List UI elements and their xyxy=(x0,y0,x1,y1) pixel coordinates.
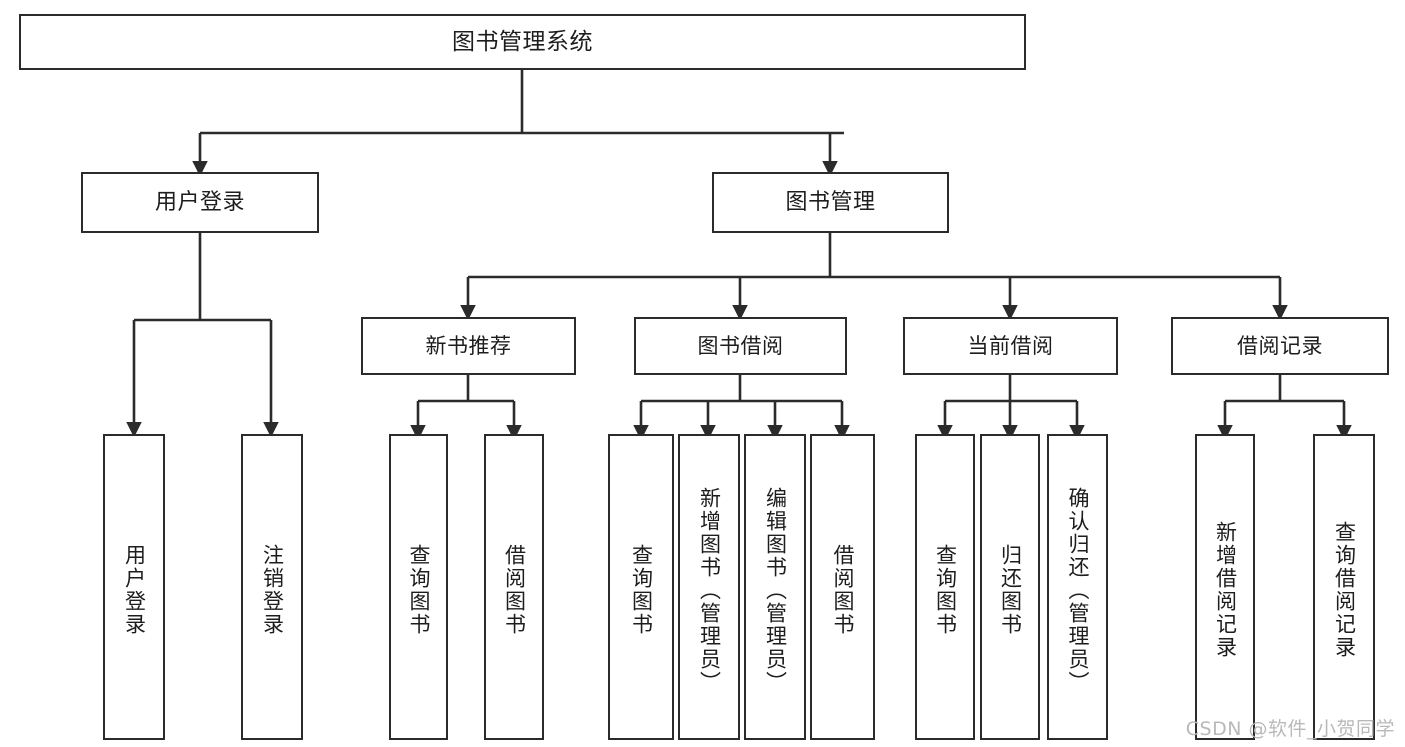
leaf-label: 查询图书 xyxy=(629,544,654,636)
leaf-label: 借阅图书 xyxy=(502,544,527,636)
node-borrow-record[interactable]: 借阅记录 xyxy=(1171,317,1389,375)
node-label: 图书管理 xyxy=(785,189,876,215)
csdn-watermark: CSDN @软件_小贺同学 xyxy=(1185,718,1395,740)
leaf-book-borrow-edit-book-admin[interactable]: 编辑图书（管理员） xyxy=(744,434,806,740)
leaf-label: 编辑图书（管理员） xyxy=(763,486,788,694)
leaf-current-borrow-confirm-return-admin[interactable]: 确认归还（管理员） xyxy=(1047,434,1108,740)
leaf-label: 确认归还（管理员） xyxy=(1065,486,1090,694)
node-label: 借阅记录 xyxy=(1237,333,1323,358)
node-book-management[interactable]: 图书管理 xyxy=(712,172,949,233)
leaf-book-borrow-borrow-book[interactable]: 借阅图书 xyxy=(810,434,875,740)
node-label: 图书管理系统 xyxy=(452,28,593,55)
leaf-user-login-login[interactable]: 用户登录 xyxy=(103,434,165,740)
leaf-label: 用户登录 xyxy=(122,544,147,636)
node-current-borrow[interactable]: 当前借阅 xyxy=(903,317,1118,375)
node-label: 图书借阅 xyxy=(697,333,784,358)
leaf-label: 查询借阅记录 xyxy=(1332,521,1357,659)
node-root-system[interactable]: 图书管理系统 xyxy=(19,14,1026,70)
leaf-current-borrow-return-book[interactable]: 归还图书 xyxy=(980,434,1040,740)
leaf-label: 注销登录 xyxy=(260,544,285,636)
leaf-borrow-record-add-record[interactable]: 新增借阅记录 xyxy=(1195,434,1255,740)
leaf-new-book-query-book[interactable]: 查询图书 xyxy=(389,434,448,740)
leaf-new-book-borrow-book[interactable]: 借阅图书 xyxy=(484,434,544,740)
leaf-book-borrow-add-book-admin[interactable]: 新增图书（管理员） xyxy=(678,434,740,740)
leaf-current-borrow-query-book[interactable]: 查询图书 xyxy=(915,434,975,740)
leaf-label: 新增借阅记录 xyxy=(1213,521,1238,659)
node-new-book-recommend[interactable]: 新书推荐 xyxy=(361,317,576,375)
leaf-label: 归还图书 xyxy=(998,544,1023,636)
leaf-label: 借阅图书 xyxy=(830,544,855,636)
node-label: 用户登录 xyxy=(154,189,245,215)
leaf-user-login-logout[interactable]: 注销登录 xyxy=(241,434,303,740)
leaf-borrow-record-query-record[interactable]: 查询借阅记录 xyxy=(1313,434,1375,740)
leaf-book-borrow-query-book[interactable]: 查询图书 xyxy=(608,434,674,740)
leaf-label: 查询图书 xyxy=(933,544,958,636)
node-user-login[interactable]: 用户登录 xyxy=(81,172,319,233)
node-label: 当前借阅 xyxy=(967,333,1054,358)
node-book-borrow[interactable]: 图书借阅 xyxy=(634,317,847,375)
leaf-label: 查询图书 xyxy=(406,544,431,636)
leaf-label: 新增图书（管理员） xyxy=(697,486,722,694)
node-label: 新书推荐 xyxy=(425,333,512,358)
